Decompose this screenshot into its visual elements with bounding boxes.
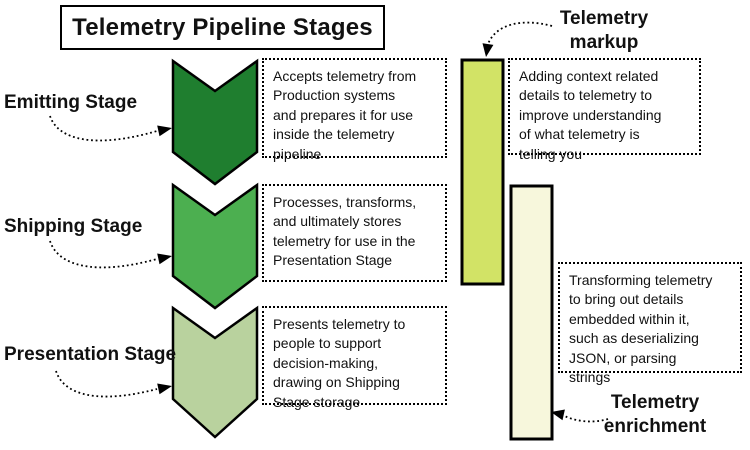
chevron-emitting-stage xyxy=(171,58,259,186)
label-telemetry-enrichment: Telemetry enrichment xyxy=(603,392,707,437)
description-telemetry-enrichment: Transforming telemetry to bring out deta… xyxy=(558,262,742,385)
arrowhead-shipping xyxy=(157,253,172,265)
telemetry-markup-bar xyxy=(460,58,505,286)
arrowhead-emitting xyxy=(157,125,172,137)
arrow-emitting-curve xyxy=(49,115,158,142)
page-title: Telemetry Pipeline Stages xyxy=(72,13,373,41)
label-telemetry-markup: Telemetry markup xyxy=(559,8,649,53)
arrow-markup-curve xyxy=(487,21,553,45)
label-shipping-stage: Shipping Stage xyxy=(4,216,143,237)
chevron-presentation-stage xyxy=(171,305,259,439)
description-emitting-stage: Accepts telemetry from Production system… xyxy=(262,58,447,162)
description-telemetry-markup: Adding context related details to teleme… xyxy=(508,58,701,162)
arrow-shipping-curve xyxy=(49,240,158,269)
title-box: Telemetry Pipeline Stages xyxy=(60,5,385,50)
arrowhead-markup xyxy=(482,43,494,57)
arrowhead-enrichment xyxy=(551,409,565,421)
chevron-shipping-stage xyxy=(171,182,259,310)
description-shipping-stage: Processes, transforms, and ultimately st… xyxy=(262,184,447,282)
label-emitting-stage: Emitting Stage xyxy=(4,92,138,113)
arrow-presentation-curve xyxy=(55,370,158,398)
telemetry-enrichment-bar xyxy=(509,184,554,441)
label-presentation-stage: Presentation Stage xyxy=(4,344,177,365)
arrowhead-presentation xyxy=(157,383,172,395)
description-presentation-stage: Presents telemetry to people to support … xyxy=(262,306,447,410)
